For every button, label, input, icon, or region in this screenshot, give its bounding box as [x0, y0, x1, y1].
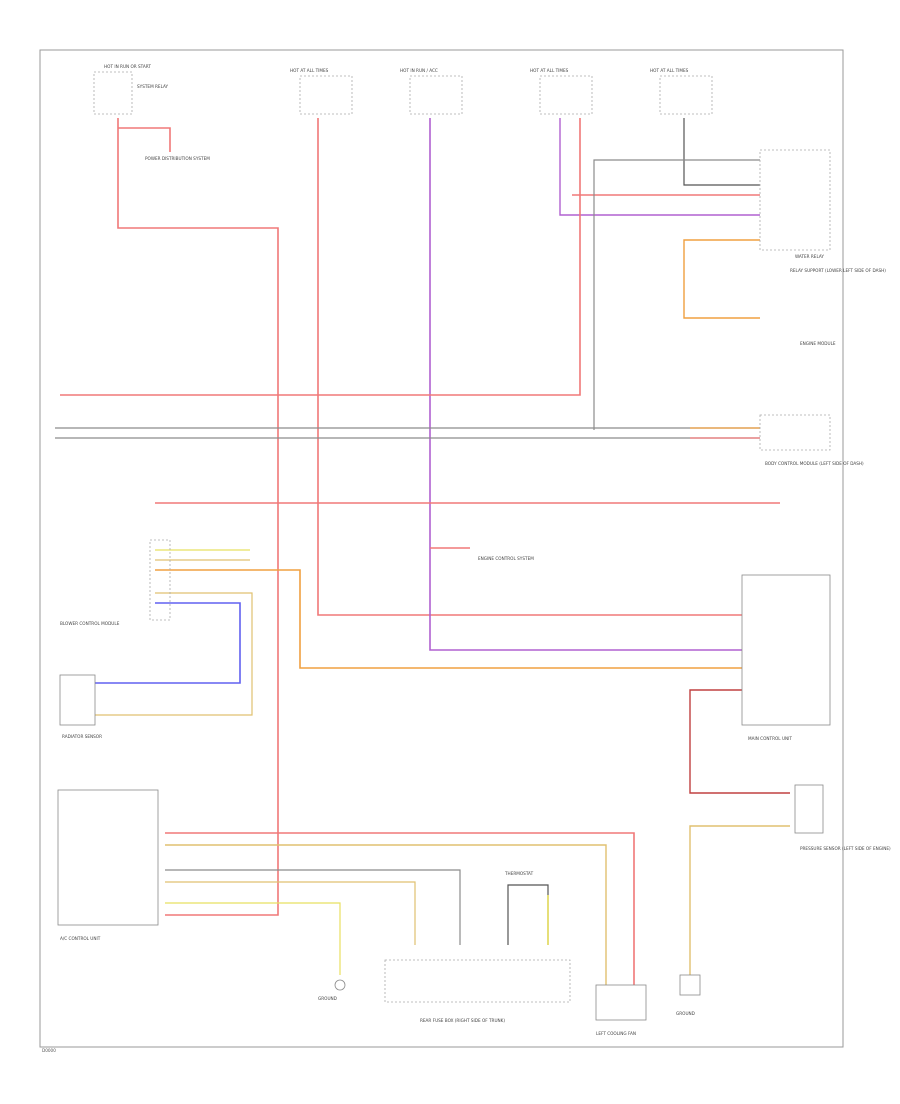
main-control-unit: MAIN CONTROL UNIT	[741, 574, 831, 741]
radiator-sensor: RADIATOR SENSOR	[59, 674, 102, 739]
ground-right-label: GROUND	[676, 1011, 695, 1016]
wire-red-power	[118, 127, 171, 152]
fuse-box-5: HOT AT ALL TIMES	[650, 68, 713, 115]
fuse-box-3: HOT IN RUN / ACC	[400, 68, 463, 115]
wire-blue	[95, 602, 241, 684]
body-module: BODY CONTROL MODULE (LEFT SIDE OF DASH)	[759, 414, 864, 466]
wire-grey-fuse5	[683, 118, 760, 186]
blower-control: BLOWER CONTROL MODULE	[60, 539, 171, 626]
pressure-sensor-label: PRESSURE SENSOR (LEFT SIDE OF ENGINE)	[800, 846, 891, 851]
wire-red-bottom	[165, 832, 635, 985]
wire-purple-2	[559, 118, 760, 216]
engine-module-label: ENGINE MODULE	[800, 341, 836, 346]
wire-tan-loop	[95, 592, 253, 716]
pressure-sensor: PRESSURE SENSOR (LEFT SIDE OF ENGINE)	[794, 784, 891, 851]
rear-fuse-box: REAR FUSE BOX (RIGHT SIDE OF TRUNK)	[384, 959, 571, 1023]
wire-orange-relay	[683, 239, 760, 319]
fuse-box-4-label: HOT AT ALL TIMES	[530, 68, 569, 73]
fuse-box-2-label: HOT AT ALL TIMES	[290, 68, 329, 73]
fuse-box-top-left: HOT IN RUN OR START SYSTEM RELAY	[93, 64, 169, 115]
wire-yellow-bottom	[165, 902, 341, 975]
wire-red-fuse2	[317, 118, 742, 616]
wire-grey-bottom	[165, 869, 461, 945]
diagram-frame	[39, 49, 844, 1048]
left-cooling-fan-label: LEFT COOLING FAN	[596, 1031, 636, 1036]
ground-right: GROUND	[676, 974, 701, 1016]
wire-orange-long	[155, 569, 742, 669]
fuse-box-2: HOT AT ALL TIMES	[290, 68, 353, 115]
wire-red-sensor	[689, 689, 790, 794]
wire-tan-bottom	[165, 844, 607, 985]
wire-grey-1	[593, 159, 760, 430]
fuse-box-4: HOT AT ALL TIMES	[530, 68, 593, 115]
wire-red-horizontal	[60, 118, 581, 396]
thermostat: THERMOSTAT	[504, 871, 534, 876]
blower-control-label: BLOWER CONTROL MODULE	[60, 621, 120, 626]
power-dist-label: POWER DISTRIBUTION SYSTEM	[145, 156, 210, 161]
ac-control-unit-label: A/C CONTROL UNIT	[60, 936, 101, 941]
wire-tan-right	[689, 825, 790, 975]
fuse-top-left-sub-label: SYSTEM RELAY	[137, 84, 169, 89]
wire-red-main	[117, 118, 279, 916]
wire-thermostat-grey	[507, 884, 549, 945]
fuse-box-3-label: HOT IN RUN / ACC	[400, 68, 438, 73]
engine-module: ENGINE MODULE	[800, 341, 836, 346]
fuse-box-5-label: HOT AT ALL TIMES	[650, 68, 689, 73]
thermostat-label: THERMOSTAT	[504, 871, 534, 876]
radiator-sensor-label: RADIATOR SENSOR	[62, 734, 102, 739]
left-cooling-fan: LEFT COOLING FAN	[595, 984, 647, 1036]
wire-tan-bottom-2	[165, 881, 416, 945]
main-control-unit-label: MAIN CONTROL UNIT	[748, 736, 792, 741]
rear-fuse-box-label: REAR FUSE BOX (RIGHT SIDE OF TRUNK)	[420, 1018, 505, 1023]
wire-purple	[429, 118, 742, 651]
ground-left: GROUND	[318, 979, 346, 1001]
body-module-label: BODY CONTROL MODULE (LEFT SIDE OF DASH)	[765, 461, 864, 466]
fuse-top-left-label: HOT IN RUN OR START	[104, 64, 151, 69]
ac-control-unit: A/C CONTROL UNIT	[57, 789, 159, 941]
page-label: D0000	[42, 1048, 56, 1053]
water-relay: WATER RELAY RELAY SUPPORT (LOWER LEFT SI…	[759, 149, 886, 273]
water-relay-label: WATER RELAY	[795, 254, 824, 259]
relay-support-label: RELAY SUPPORT (LOWER LEFT SIDE OF DASH)	[790, 268, 886, 273]
ground-left-label: GROUND	[318, 996, 337, 1001]
engine-control-label: ENGINE CONTROL SYSTEM	[478, 556, 534, 561]
